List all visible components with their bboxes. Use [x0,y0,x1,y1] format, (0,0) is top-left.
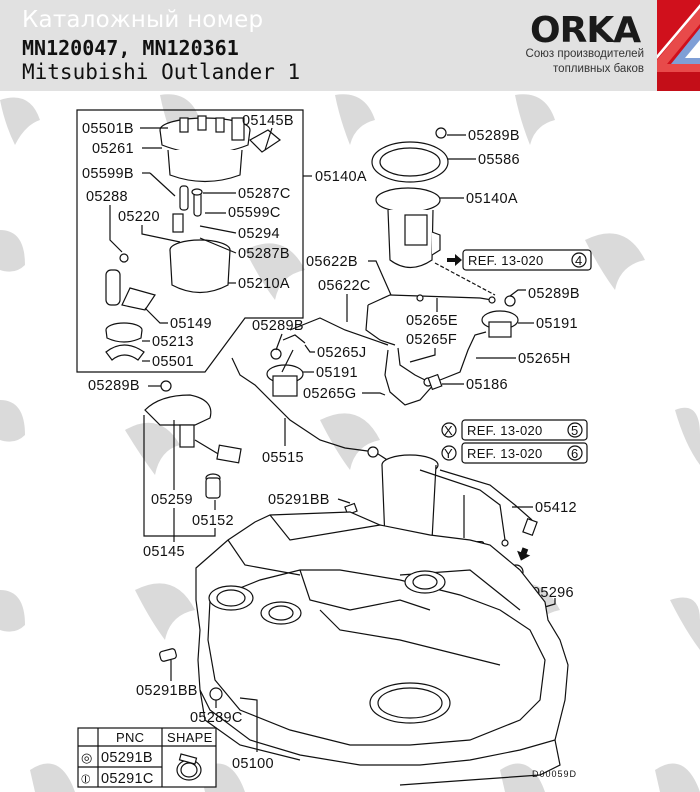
brand-flag-icon [657,0,700,91]
parts-diagram: 05501B 05261 05145B 05599B 05287C 05140A… [0,94,700,792]
label-05501: 05501 [152,354,194,370]
label-05149: 05149 [170,316,212,332]
label-05296: 05296 [532,585,574,601]
brand-subtitle-line2: топливных баков [553,63,644,75]
label-05291BB-bottom: 05291BB [136,683,198,699]
ref-circle-4: 4 [575,253,583,268]
ref-circle-5: 5 [571,423,579,438]
part-numbers: MN120047, MN120361 [22,36,239,60]
watermark-icon [135,583,195,640]
label-05515: 05515 [262,450,304,466]
watermark-logos [0,94,700,792]
arrow-right-icon [447,254,462,266]
legend-header-pnc: PNC [116,730,144,745]
watermark-icon [515,94,555,145]
ref-marker-x: X [444,423,453,438]
drawing-code: D00059D [532,769,577,779]
label-05220: 05220 [118,209,160,225]
watermark-icon [30,763,75,792]
fuel-pump-module-drawing [105,115,282,361]
label-05265E: 05265E [406,313,458,329]
label-05210A: 05210A [238,276,290,292]
label-05294: 05294 [238,226,280,242]
watermark-icon [655,763,700,792]
label-05191-left: 05191 [316,365,358,381]
label-05622C: 05622C [318,278,371,294]
watermark-icon [585,233,645,290]
legend-symbol-circle-bar: ⦶ [81,771,91,786]
watermark-icon [0,230,25,272]
label-05265G: 05265G [303,386,356,402]
kit-boundary-frame [76,109,304,373]
hose-clamp-icon [176,753,202,781]
label-05213: 05213 [152,334,194,350]
label-05186: 05186 [466,377,508,393]
label-05622B: 05622B [306,254,358,270]
watermark-icon [245,243,305,300]
hose-network-drawing [266,294,519,406]
label-05145: 05145 [143,544,185,560]
label-05100: 05100 [232,756,274,772]
label-05261: 05261 [92,141,134,157]
arrow-down-icon [517,547,531,561]
label-05265F: 05265F [406,332,457,348]
label-05291BB-top: 05291BB [268,492,330,508]
label-05599B: 05599B [82,166,134,182]
brand-subtitle-line1: Союз производителей [525,48,644,60]
fuel-pump-assembly-drawing [371,127,449,269]
label-05289C: 05289C [190,710,243,726]
label-05289B-left: 05289B [252,318,304,334]
label-05289B-bottom-left: 05289B [88,378,140,394]
label-05288: 05288 [86,189,128,205]
ref-box-6 [461,442,588,464]
label-05140A: 05140A [466,191,518,207]
label-05145B: 05145B [242,113,294,129]
label-05191-right: 05191 [536,316,578,332]
label-05265J: 05265J [317,345,366,361]
watermark-icon [670,597,700,650]
ref-box-4 [462,249,592,271]
watermark-icon [335,94,375,145]
ref-text-6: REF. 13-020 [467,446,543,461]
label-05259: 05259 [151,492,193,508]
ref-text-5: REF. 13-020 [467,423,543,438]
label-05586: 05586 [478,152,520,168]
label-05289B-right: 05289B [528,286,580,302]
watermark-icon [320,413,380,470]
vehicle-model: Mitsubishi Outlander 1 [22,60,301,84]
ref-circle-6: 6 [571,446,579,461]
label-05140A-group: 05140A [315,169,367,185]
ref-marker-y: Y [444,446,453,461]
brand-logo: ORKA [530,10,641,51]
header-bar: Каталожный номер MN120047, MN120361 Mits… [0,0,700,91]
legend-table: PNC SHAPE ◎ 05291B ⦶ 05291C [77,727,217,788]
catalog-label: Каталожный номер [22,7,264,33]
watermark-icon [500,763,545,792]
fuel-gauge-sender-drawing [144,394,242,499]
watermark-icon [0,400,25,442]
watermark-icon [0,97,40,145]
legend-header-shape: SHAPE [167,730,213,745]
watermark-icon [0,590,25,632]
label-05287B: 05287B [238,246,290,262]
legend-pnc-05291B: 05291B [101,750,153,766]
label-05599C: 05599C [228,205,281,221]
legend-symbol-double-circle: ◎ [81,750,93,765]
watermark-icon [675,407,700,465]
ref-text-4: REF. 13-020 [468,253,544,268]
label-05501B: 05501B [82,121,134,137]
label-05412: 05412 [535,500,577,516]
fuel-tank-drawing [195,511,569,786]
label-05265H: 05265H [518,351,571,367]
label-05287C: 05287C [238,186,291,202]
label-05152: 05152 [192,513,234,529]
legend-pnc-05291C: 05291C [101,771,154,787]
label-05289B-top: 05289B [468,128,520,144]
ref-box-5 [461,419,588,441]
watermark-icon [125,422,180,475]
